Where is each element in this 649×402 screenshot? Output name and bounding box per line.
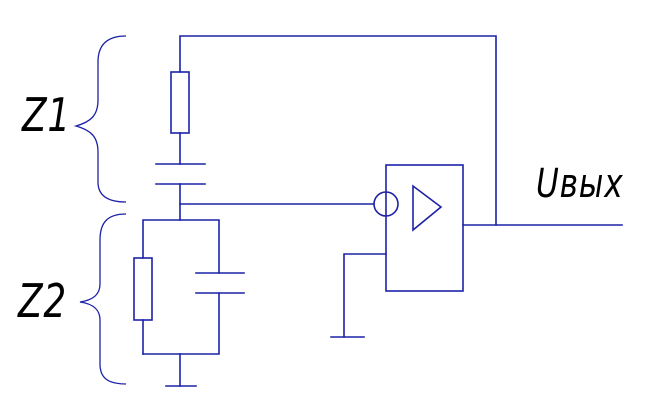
z1-brace	[73, 35, 127, 203]
resistor-icon	[133, 257, 153, 321]
z1-label: Z1	[22, 88, 71, 142]
amplifier-body	[385, 164, 464, 292]
capacitor-icon	[155, 163, 206, 185]
resistor-icon	[170, 71, 190, 134]
amplifier-triangle-icon	[412, 184, 443, 232]
feedback-wire	[179, 35, 497, 226]
z2-brace	[79, 213, 127, 385]
output-voltage-label: Uвых	[536, 161, 624, 207]
z2-network-top	[142, 219, 220, 274]
z2-network-bottom	[142, 292, 220, 355]
capacitor-icon	[195, 272, 245, 294]
z2-label: Z2	[18, 274, 67, 328]
noninverting-input-wire	[343, 253, 387, 338]
